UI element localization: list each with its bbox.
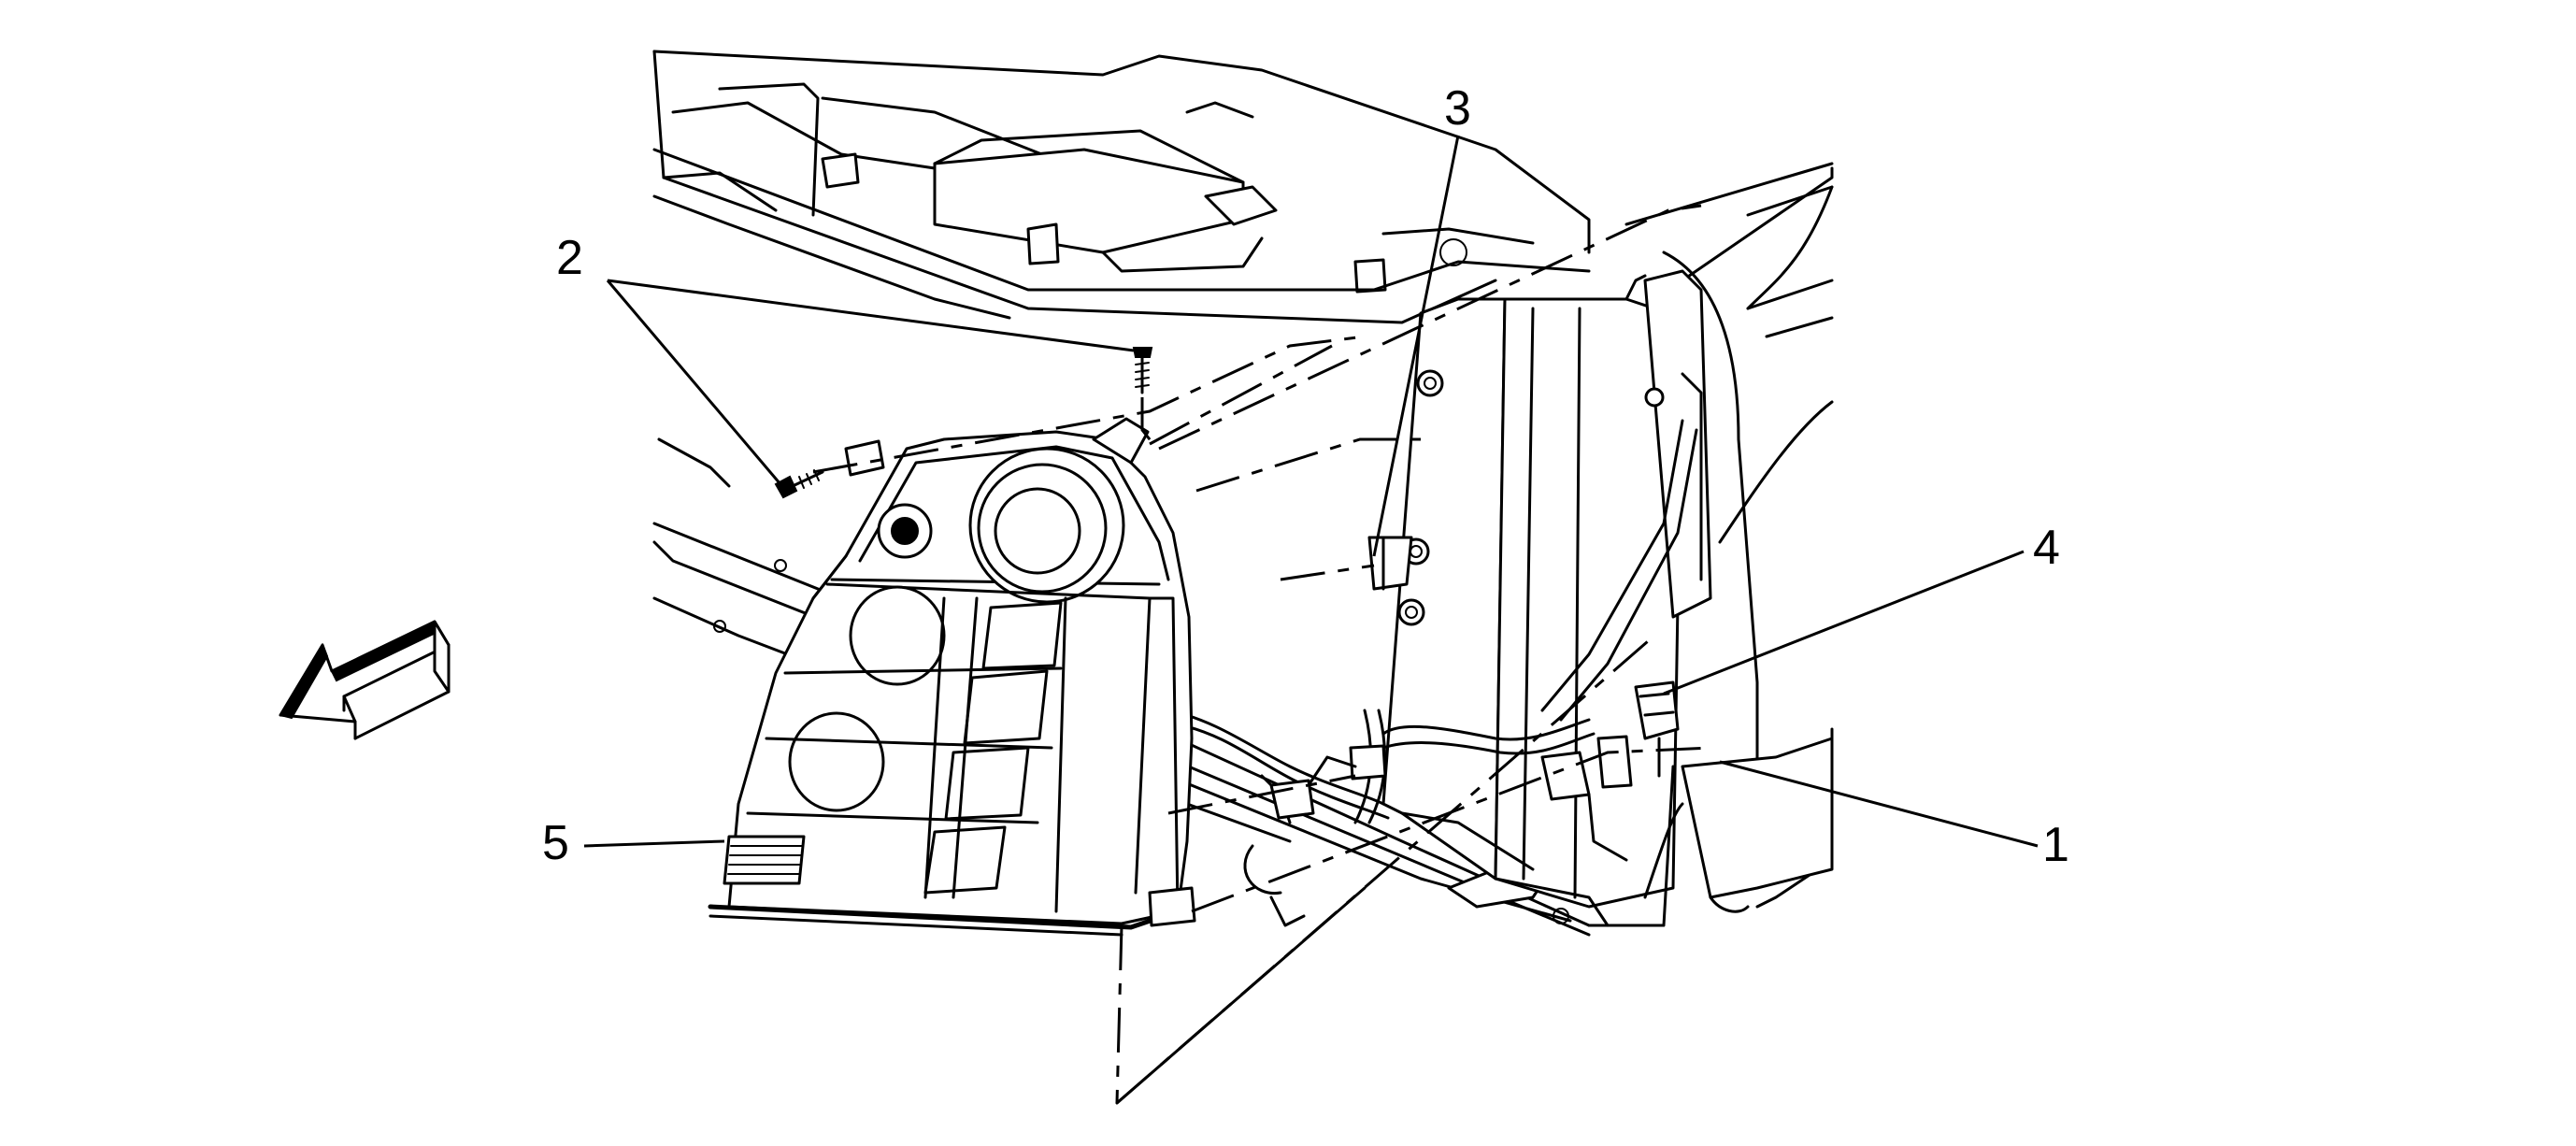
callout-5: 5 bbox=[542, 816, 569, 870]
forward-direction-arrow-icon bbox=[279, 620, 451, 740]
headlamp-assembly bbox=[708, 417, 1196, 937]
vehicle-body-structure bbox=[652, 50, 1834, 937]
electrical-connector bbox=[1634, 680, 1680, 778]
alignment-centerlines bbox=[812, 204, 1711, 1105]
radiator-support-assembly bbox=[1367, 269, 1834, 927]
callout-2: 2 bbox=[556, 231, 583, 285]
fasteners bbox=[774, 347, 1153, 499]
callout-3: 3 bbox=[1444, 81, 1471, 136]
callout-1: 1 bbox=[2042, 818, 2069, 872]
callout-leader-lines bbox=[583, 135, 2039, 848]
callout-4: 4 bbox=[2033, 521, 2060, 575]
